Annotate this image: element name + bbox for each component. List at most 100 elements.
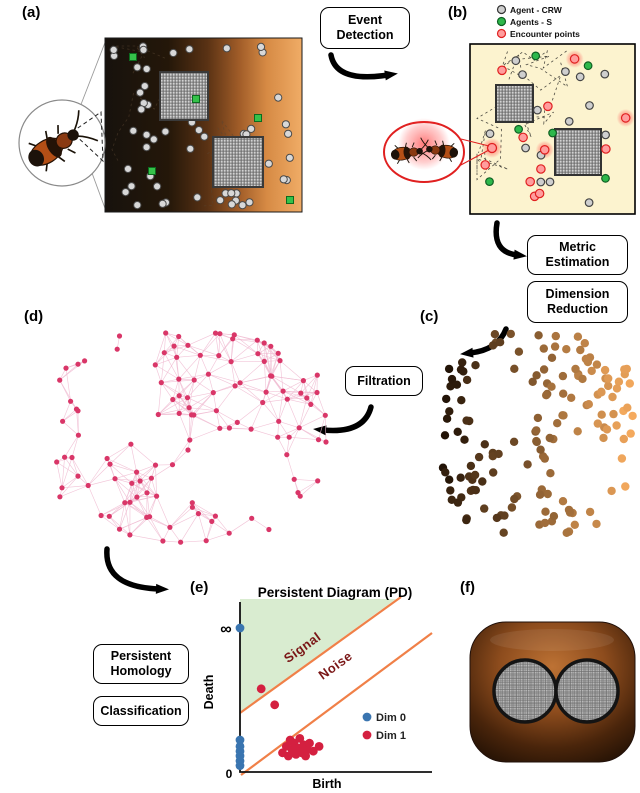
network-node bbox=[152, 462, 159, 468]
network-edge bbox=[109, 502, 131, 517]
scatter-point bbox=[442, 414, 452, 423]
network-edge bbox=[130, 443, 156, 466]
network-edge bbox=[306, 397, 326, 416]
pd-point bbox=[235, 735, 245, 745]
scatter-point bbox=[456, 473, 465, 482]
network-node bbox=[134, 494, 140, 500]
scatter-point bbox=[495, 338, 505, 347]
network-node bbox=[128, 441, 134, 447]
agent-legend: Agent - CRW Agents - S Encounter points bbox=[496, 4, 580, 39]
metric-estimation-box: Metric Estimation bbox=[527, 235, 628, 275]
network-edge bbox=[192, 502, 216, 517]
network-edge bbox=[124, 480, 141, 503]
network-edge bbox=[263, 342, 271, 376]
network-edge bbox=[216, 410, 221, 429]
pd-point bbox=[235, 623, 245, 633]
network-edge bbox=[300, 374, 318, 394]
agent-crw-dot bbox=[185, 45, 194, 54]
network-edge bbox=[232, 338, 259, 354]
agent-s-dot bbox=[531, 51, 541, 61]
network-edge bbox=[279, 360, 284, 392]
network-node bbox=[98, 512, 104, 519]
network-edge bbox=[87, 458, 108, 486]
scatter-point bbox=[509, 437, 519, 446]
network-edge bbox=[266, 390, 284, 393]
network-edge bbox=[88, 478, 116, 486]
network-edge bbox=[215, 332, 232, 362]
network-node bbox=[226, 530, 232, 536]
network-edge bbox=[237, 402, 263, 423]
network-node bbox=[176, 376, 182, 382]
network-node bbox=[212, 513, 218, 519]
network-node bbox=[144, 490, 150, 496]
network-node bbox=[171, 343, 177, 349]
network-edge bbox=[155, 345, 175, 366]
network-node bbox=[107, 461, 113, 467]
network-edge bbox=[187, 344, 219, 356]
network-node bbox=[266, 526, 272, 533]
network-node bbox=[160, 538, 166, 544]
scatter-point bbox=[558, 497, 568, 506]
network-edge bbox=[306, 374, 318, 399]
scatter-point bbox=[570, 520, 579, 529]
agent-crw-dot bbox=[216, 196, 225, 205]
network-node bbox=[167, 524, 173, 530]
network-node bbox=[69, 454, 75, 461]
network-edge bbox=[234, 385, 263, 403]
agent-crw-dot bbox=[545, 177, 555, 187]
agent-s-dot bbox=[485, 177, 494, 187]
diagonal-line bbox=[240, 632, 433, 776]
network-edge bbox=[271, 375, 301, 394]
obstacle bbox=[495, 84, 534, 123]
network-edge bbox=[109, 443, 132, 465]
scatter-point bbox=[599, 433, 608, 443]
network-edge bbox=[230, 361, 241, 383]
network-node bbox=[189, 412, 195, 418]
network-edge bbox=[180, 540, 207, 543]
pd-axes bbox=[239, 602, 432, 773]
encounter-point bbox=[601, 144, 611, 154]
network-edge bbox=[114, 478, 126, 503]
network-node bbox=[116, 526, 123, 532]
network-node bbox=[75, 432, 81, 438]
network-node bbox=[68, 398, 74, 404]
scatter-point bbox=[621, 482, 630, 491]
network-node bbox=[304, 395, 310, 401]
scatter-point bbox=[480, 504, 489, 513]
panel-d-nodes bbox=[54, 330, 329, 545]
network-node bbox=[217, 425, 223, 431]
panel-label-e: (e) bbox=[190, 579, 209, 596]
network-edge bbox=[194, 379, 214, 393]
network-edge bbox=[165, 332, 189, 346]
obstacle bbox=[159, 71, 209, 121]
scatter-point bbox=[547, 353, 557, 362]
network-edge bbox=[257, 353, 271, 377]
network-node bbox=[237, 380, 243, 386]
network-node bbox=[189, 504, 195, 510]
network-edge bbox=[270, 360, 281, 377]
scatter-point bbox=[558, 371, 568, 381]
network-node bbox=[203, 538, 209, 544]
network-edge bbox=[310, 375, 318, 405]
network-edge bbox=[114, 478, 141, 482]
network-edge bbox=[106, 458, 137, 473]
network-edge bbox=[64, 457, 79, 477]
network-edge bbox=[176, 354, 201, 358]
network-node bbox=[134, 469, 140, 475]
network-edge bbox=[149, 495, 157, 517]
agent-crw-dot bbox=[123, 164, 133, 173]
agent-crw-dot bbox=[264, 159, 273, 168]
network-edge bbox=[256, 340, 265, 362]
network-node bbox=[189, 500, 195, 506]
network-edge bbox=[136, 464, 156, 473]
scatter-point bbox=[546, 469, 555, 478]
agent-crw-dot bbox=[140, 82, 149, 91]
network-edge bbox=[212, 392, 217, 411]
network-node bbox=[315, 437, 322, 443]
scatter-point bbox=[507, 503, 517, 512]
pd-point bbox=[256, 684, 266, 694]
network-edge bbox=[172, 449, 189, 465]
zoom-connector-line bbox=[460, 138, 490, 147]
network-edge bbox=[156, 495, 171, 528]
network-edge bbox=[286, 437, 290, 455]
